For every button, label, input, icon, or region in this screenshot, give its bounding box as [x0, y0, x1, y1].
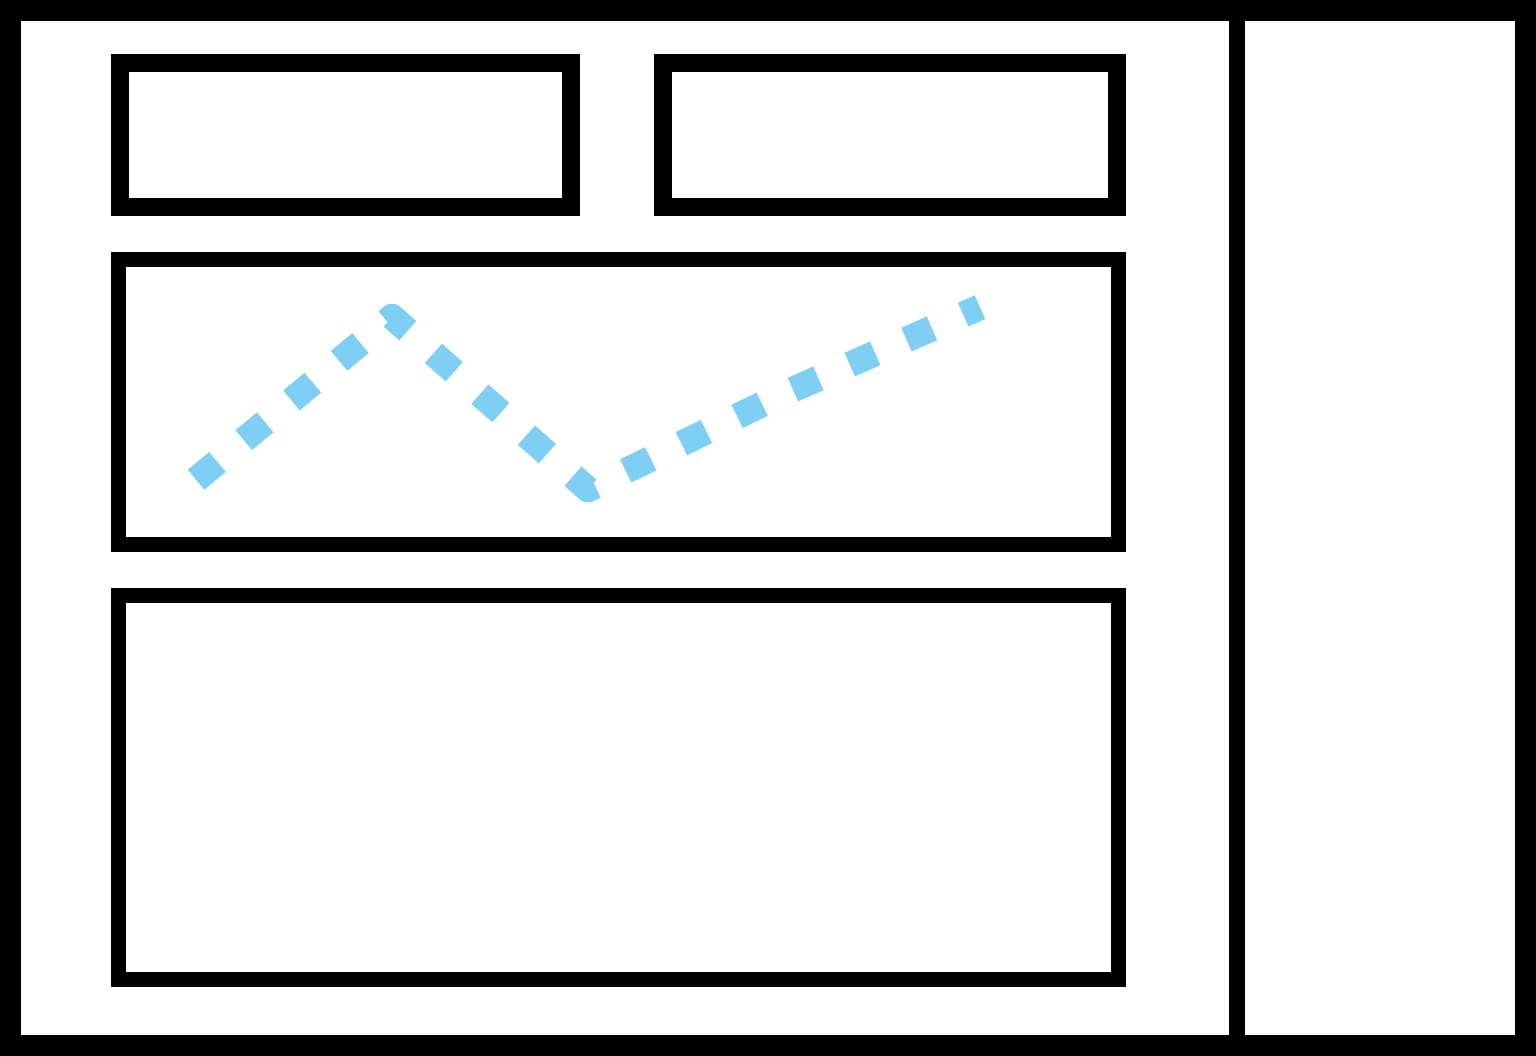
- content-panel-placeholder: [111, 588, 1126, 987]
- top-right-card: [654, 54, 1126, 216]
- chart-panel: [111, 252, 1126, 552]
- line-chart: [187, 295, 986, 503]
- top-left-card: [111, 54, 580, 216]
- main-content-area: [21, 21, 1229, 1035]
- series-line: [187, 295, 986, 503]
- right-sidebar: [1245, 21, 1515, 1035]
